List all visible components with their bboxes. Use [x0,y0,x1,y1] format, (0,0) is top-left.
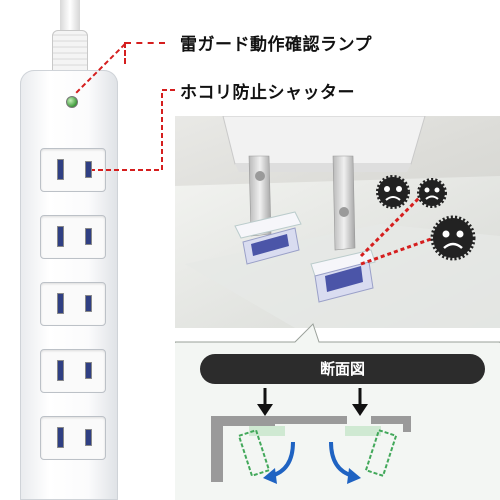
lamp-callout-label: 雷ガード動作確認ランプ [180,35,372,55]
curved-arrow-icon [263,441,295,484]
outlet-3 [40,282,106,326]
outlet-slot [85,161,92,178]
closeup-illustration [175,116,500,328]
outlet-slot [57,360,64,381]
outlet-slot [85,429,92,446]
cord-strain-relief [52,30,88,74]
outlet-5 [40,416,106,460]
outlet-slot [85,295,92,312]
dust-face-icon [376,175,410,209]
outlet-slot [57,159,64,180]
outlet-slot [85,228,92,245]
outlet-slot [57,226,64,247]
outlet-4 [40,349,106,393]
outlet-slot [57,427,64,448]
down-arrow-icon [352,388,368,416]
lightning-guard-lamp-icon [66,96,78,108]
cross-section-diagram [211,388,411,484]
dust-face-icon [430,215,476,261]
down-arrow-icon [257,388,273,416]
lamp-leader-diagonal [74,43,126,95]
shutter-callout-label: ホコリ防止シャッター [180,83,355,103]
outlet-slot [85,362,92,379]
outlet-slot [57,293,64,314]
cross-section-title: 断面図 [200,354,485,384]
curved-arrow-icon [329,441,361,484]
shutter-leader-line [92,89,175,171]
outlet-2 [40,215,106,259]
lamp-leader-line-v1 [124,42,126,64]
dust-face-icon [417,178,447,208]
lamp-leader-line-h [125,42,165,44]
shutter-closeup-photo [175,116,500,328]
